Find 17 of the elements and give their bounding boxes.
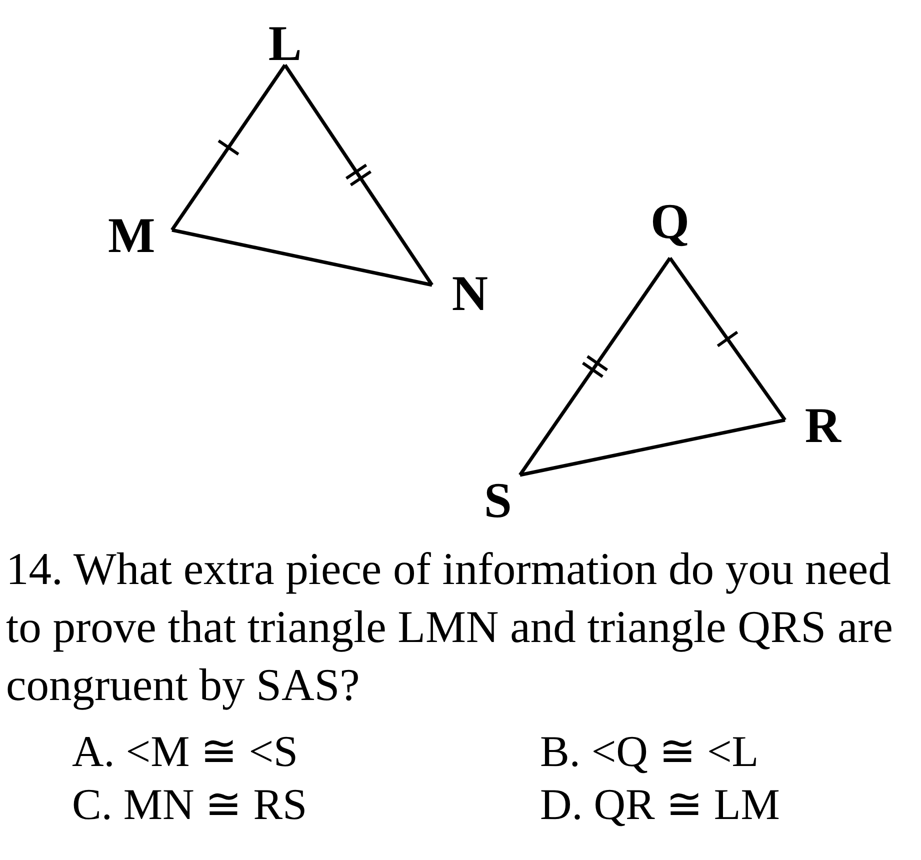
triangle-side <box>668 256 786 422</box>
answer-choice: B. <Q ≅ <L <box>540 730 759 774</box>
vertex-label: R <box>804 400 841 450</box>
vertex-label: L <box>268 18 302 68</box>
triangle-side <box>520 418 786 477</box>
triangle-side <box>172 228 432 287</box>
vertex-label: Q <box>650 196 690 246</box>
question-text: 14. What extra piece of information do you need to prove that triangle LMN and triangle QRS are congruent by SAS? <box>6 542 894 712</box>
answer-choice: C. MN ≅ RS <box>72 783 308 827</box>
vertex-label: S <box>484 475 512 525</box>
triangle-side <box>284 64 434 286</box>
vertex-label: M <box>108 210 156 260</box>
answer-choice: A. <M ≅ <S <box>72 730 298 774</box>
vertex-label: N <box>452 268 488 318</box>
triangle-side <box>170 64 286 231</box>
answer-choice: D. QR ≅ LM <box>540 783 780 827</box>
triangle-side <box>518 257 672 476</box>
